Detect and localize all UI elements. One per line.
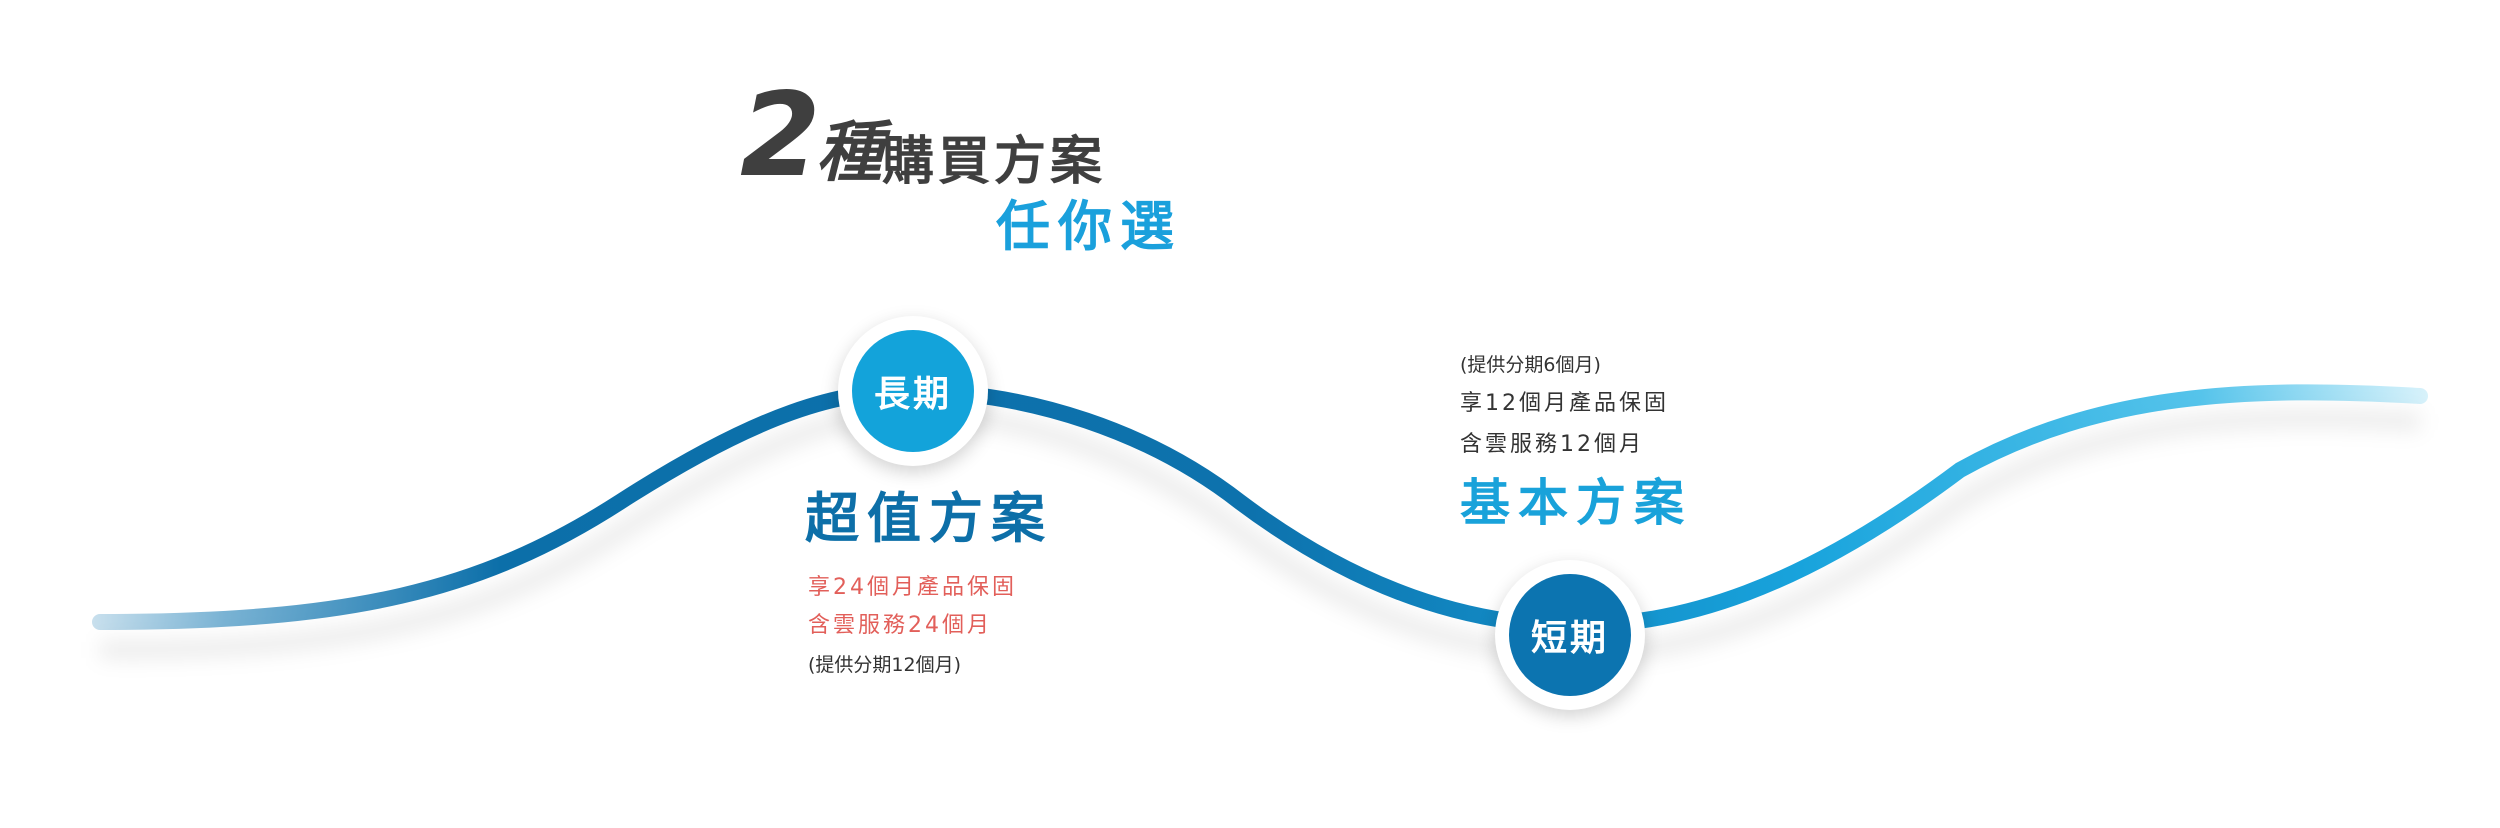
long-plan-name: 超值方案	[805, 487, 1053, 550]
long-plan-cloud: 含雲服務24個月	[808, 613, 992, 638]
short-term-badge[interactable]: 短期	[1495, 560, 1645, 710]
title-number: 2	[740, 68, 821, 203]
title-kind: 種	[816, 114, 882, 191]
long-plan-installment: (提供分期12個月)	[808, 654, 962, 676]
long-term-badge[interactable]: 長期	[838, 316, 988, 466]
short-term-badge-label: 短期	[1509, 574, 1631, 696]
page-subtitle: 任你選	[996, 195, 1182, 258]
short-plan-installment: (提供分期6個月)	[1460, 354, 1601, 376]
long-plan-warranty: 享24個月產品保固	[808, 575, 1017, 600]
short-plan-name: 基本方案	[1460, 474, 1692, 532]
long-term-badge-label: 長期	[852, 330, 974, 452]
short-plan-warranty: 享12個月產品保固	[1460, 391, 1669, 416]
short-plan-cloud: 含雲服務12個月	[1460, 432, 1644, 457]
page-title: 購買方案	[882, 132, 1107, 192]
